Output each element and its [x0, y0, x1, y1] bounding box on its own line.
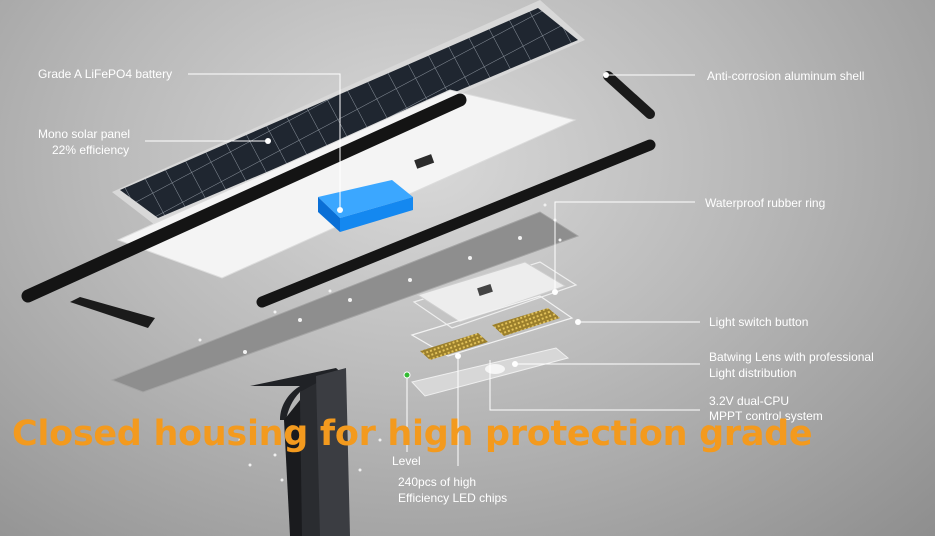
solar-panel: [112, 0, 585, 225]
label-rubber-ring: Waterproof rubber ring: [705, 196, 826, 210]
label-battery: Grade A LiFePO4 battery: [38, 67, 173, 81]
level-indicator: [403, 371, 411, 379]
headline-caption: Closed housing for high protection grade: [12, 414, 813, 454]
label-level: Level: [392, 454, 421, 468]
label-switch: Light switch button: [709, 315, 809, 329]
housing-screws: [198, 236, 522, 354]
pole-bracket: [250, 368, 350, 536]
label-shell: Anti-corrosion aluminum shell: [707, 69, 865, 83]
leader-lines: [145, 73, 700, 466]
label-lens-line1: Batwing Lens with professional: [709, 350, 874, 364]
middle-rail: [256, 139, 656, 308]
board-chip: [477, 284, 493, 296]
label-lens-line2: Light distribution: [709, 366, 797, 380]
lens-center-mark: [485, 364, 505, 374]
plate-slot: [414, 154, 435, 169]
led-chip-array-right: [492, 308, 560, 336]
end-cap-shell: [603, 71, 655, 119]
end-cap-left: [70, 297, 155, 328]
white-back-plate: [116, 89, 577, 279]
led-chip-array-left: [420, 333, 488, 360]
label-led-line2: Efficiency LED chips: [398, 491, 508, 505]
label-solar-line1: Mono solar panel: [38, 127, 131, 141]
lamp-housing-plate: [110, 211, 580, 393]
upper-rail: [21, 93, 467, 303]
label-solar-line2: 22% efficiency: [52, 143, 130, 157]
label-cpu-line2: MPPT control system: [709, 409, 823, 423]
loose-screws: [238, 203, 562, 482]
label-led-line1: 240pcs of high: [398, 475, 477, 489]
leader-dots: [265, 72, 609, 367]
label-cpu-line1: 3.2V dual-CPU: [709, 394, 790, 408]
